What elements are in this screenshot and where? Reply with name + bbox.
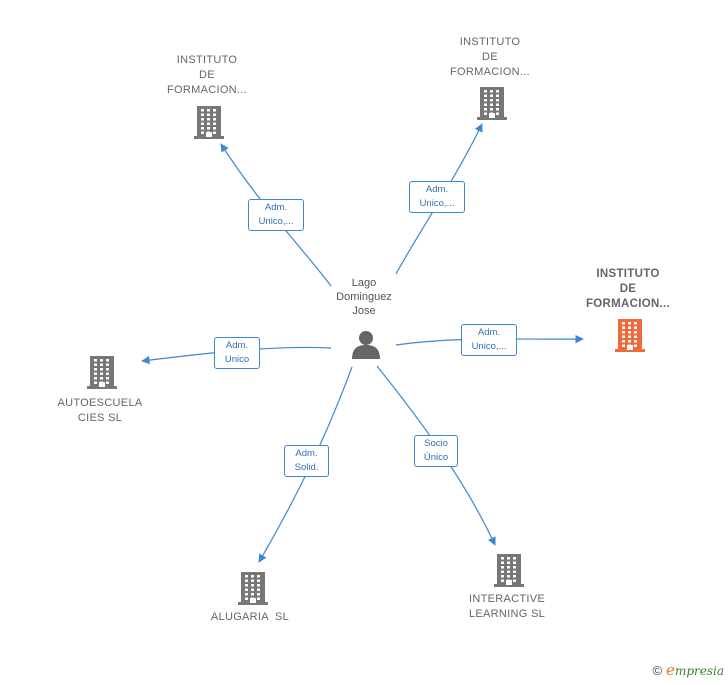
label-line: FORMACION... <box>167 84 247 96</box>
edge-label-line: Único <box>423 452 449 463</box>
edge-label-line: Solid. <box>294 462 319 473</box>
center-name-line-1: Lago <box>351 277 377 289</box>
edge-label-inst3[interactable]: Adm. Unico,... <box>461 324 517 356</box>
brand-rest: mpresia <box>674 664 724 678</box>
building-icon[interactable] <box>494 553 524 592</box>
person-icon[interactable] <box>350 329 382 359</box>
label-line: INTERACTIVE <box>468 593 546 605</box>
edge-label-autoescuela[interactable]: Adm. Unico <box>214 337 260 369</box>
edge-label-line: Socio <box>424 438 448 449</box>
edge-label-inst1[interactable]: Adm. Unico,... <box>248 199 304 231</box>
edge-label-line: Unico,... <box>258 216 294 227</box>
building-icon[interactable] <box>87 355 117 394</box>
brand-logo: empresia <box>666 661 724 679</box>
company-node-label-alugaria[interactable]: ALUGARIA SL <box>200 610 300 625</box>
company-node-label-inst3[interactable]: INSTITUTO DE FORMACION... <box>572 267 684 312</box>
building-icon[interactable] <box>238 571 268 610</box>
footer-brand: ©empresia <box>652 661 724 679</box>
label-line: INSTITUTO <box>176 54 238 66</box>
label-line: DE <box>619 283 637 295</box>
edge-label-line: Adm. <box>425 184 449 195</box>
label-line: DE <box>199 69 215 81</box>
center-name-line-2: Dominguez <box>336 291 392 303</box>
brand-initial: e <box>666 661 675 679</box>
edge-label-line: Unico,... <box>419 198 455 209</box>
label-line: LEARNING SL <box>468 608 546 620</box>
company-node-label-interactive[interactable]: INTERACTIVE LEARNING SL <box>457 592 557 622</box>
label-line: FORMACION... <box>585 298 671 310</box>
edge-label-line: Adm. <box>225 340 249 351</box>
company-node-label-inst2[interactable]: INSTITUTO DE FORMACION... <box>440 35 540 80</box>
center-person-label[interactable]: Lago Dominguez Jose <box>318 276 410 318</box>
building-icon[interactable] <box>194 105 224 144</box>
label-line: INSTITUTO <box>596 268 660 280</box>
edge-label-line: Adm. <box>295 448 318 459</box>
edge-label-line: Adm. <box>477 327 501 338</box>
edge-label-line: Unico,... <box>471 341 507 352</box>
company-node-label-autoescuela[interactable]: AUTOESCUELA CIES SL <box>50 396 150 426</box>
edge-label-line: Unico <box>224 354 250 365</box>
edge-label-inst2[interactable]: Adm. Unico,... <box>409 181 465 213</box>
building-icon[interactable] <box>615 318 645 357</box>
center-name-line-3: Jose <box>352 305 376 317</box>
company-node-label-inst1[interactable]: INSTITUTO DE FORMACION... <box>157 53 257 98</box>
label-line: ALUGARIA SL <box>210 611 290 623</box>
label-line: AUTOESCUELA <box>57 397 143 409</box>
edge-label-line: Adm. <box>264 202 288 213</box>
label-line: FORMACION... <box>450 66 530 78</box>
label-line: INSTITUTO <box>459 36 521 48</box>
label-line: CIES SL <box>77 412 123 424</box>
copyright-icon: © <box>652 663 663 678</box>
edge-label-interactive[interactable]: Socio Único <box>414 435 458 467</box>
building-icon[interactable] <box>477 86 507 125</box>
edge-label-alugaria[interactable]: Adm. Solid. <box>284 445 329 477</box>
label-line: DE <box>482 51 498 63</box>
